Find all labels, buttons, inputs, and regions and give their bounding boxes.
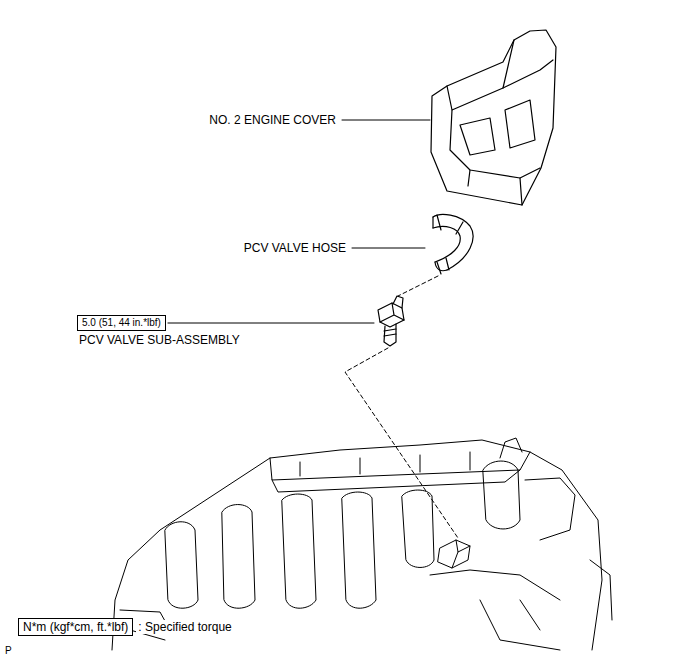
leader-line — [168, 323, 374, 324]
leader-line — [352, 248, 425, 249]
torque-box: 5.0 (51, 44 in.*lbf) — [77, 315, 166, 331]
part-name: PCV VALVE HOSE — [242, 241, 348, 255]
pcv-hose — [433, 214, 473, 274]
legend-torque-box: N*m (kgf*cm, ft.*lbf) — [18, 618, 133, 636]
node-text: N*m (kgf*cm, ft.*lbf) — [23, 620, 128, 634]
legend-note: : Specified torque — [136, 620, 233, 634]
leader-line — [342, 120, 430, 121]
engine-cover — [431, 30, 556, 205]
figure-code: P — [3, 645, 14, 657]
engine — [112, 438, 612, 650]
assembly-line — [398, 276, 438, 296]
part-name: PCV VALVE SUB-ASSEMBLY — [77, 333, 242, 347]
node-text: 5.0 (51, 44 in.*lbf) — [82, 317, 161, 329]
part-name: NO. 2 ENGINE COVER — [207, 113, 338, 127]
pcv-valve — [378, 296, 404, 346]
